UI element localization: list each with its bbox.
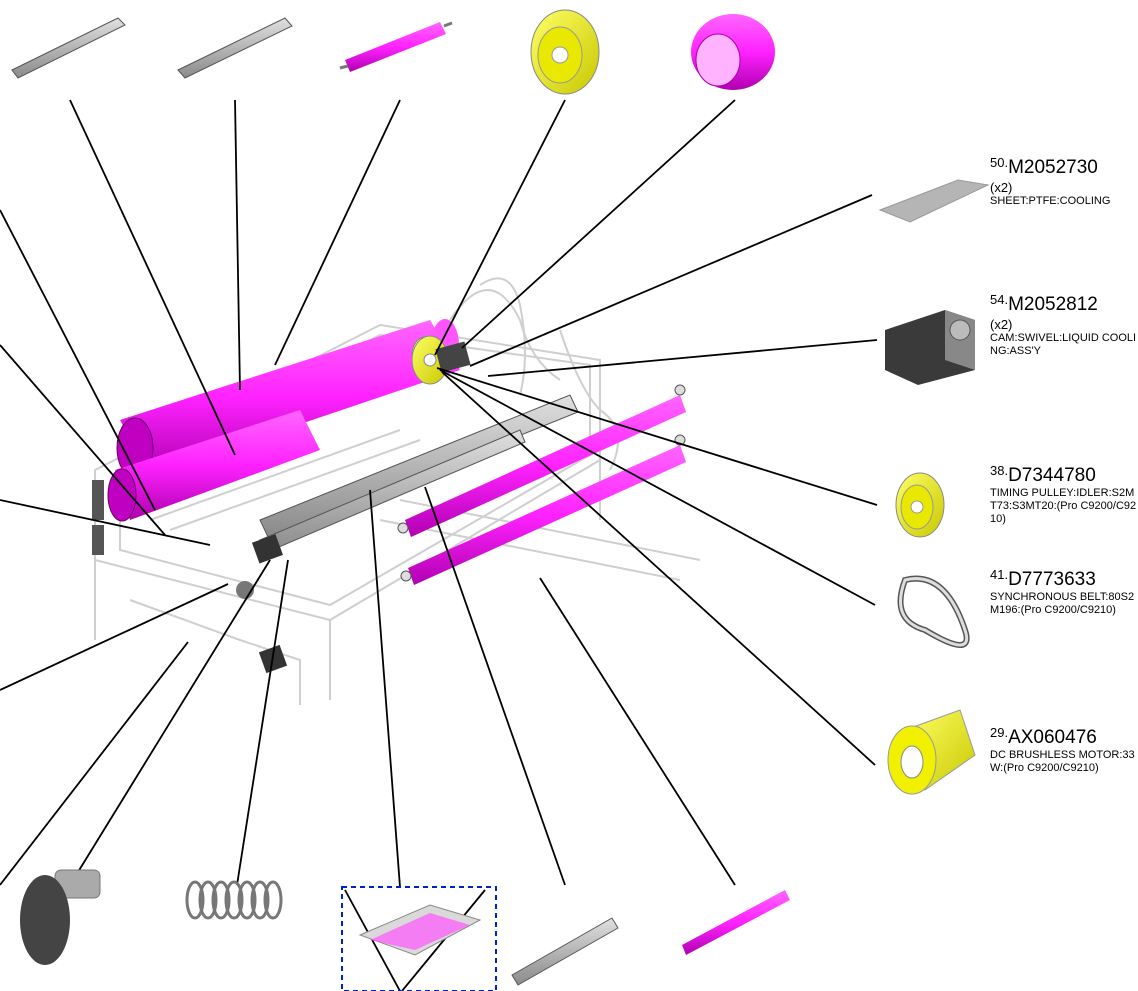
- lower-roller-cylinder: [107, 410, 320, 522]
- callout-quantity: (x2): [990, 180, 1013, 195]
- part-29-motor: [887, 709, 976, 795]
- callout-title: 38.D7344780: [990, 460, 1138, 487]
- callout-title: 29.AX060476: [990, 722, 1138, 749]
- bottom-part-rail: [511, 917, 619, 986]
- callout-38: 38.D7344780 TIMING PULLEY:IDLER:S2MT73:S…: [990, 460, 1138, 526]
- callout-description: DC BRUSHLESS MOTOR:33W:(Pro C9200/C9210): [990, 749, 1135, 774]
- callout-29: 29.AX060476 DC BRUSHLESS MOTOR:33W:(Pro …: [990, 722, 1138, 775]
- callout-quantity: (x2): [990, 317, 1013, 332]
- callout-description: SHEET:PTFE:COOLING: [990, 195, 1111, 207]
- part-41-belt: [897, 575, 970, 648]
- callout-number: 29.: [990, 725, 1009, 740]
- top-part-2-rail: [177, 17, 293, 79]
- callout-41: 41.D7773633 SYNCHRONOUS BELT:80S2M196:(P…: [990, 564, 1138, 617]
- top-part-5-collar: [691, 14, 775, 90]
- top-part-3-roller: [339, 21, 453, 72]
- callout-part-number: D7344780: [1008, 465, 1096, 486]
- callout-description: CAM:SWIVEL:LIQUID COOLING:ASS'Y: [990, 332, 1137, 357]
- callout-50: 50.M2052730 (x2) SHEET:PTFE:COOLING: [990, 152, 1138, 208]
- bottom-part-knob: [20, 869, 101, 965]
- top-part-4-pulley: [530, 9, 600, 95]
- callout-number: 41.: [990, 567, 1009, 582]
- bottom-part-detail-box: [341, 886, 497, 991]
- callout-part-number: M2052730: [1008, 157, 1098, 178]
- callout-number: 54.: [990, 292, 1009, 307]
- callout-part-number: M2052812: [1008, 294, 1098, 315]
- callout-description: SYNCHRONOUS BELT:80S2M196:(Pro C9200/C92…: [990, 591, 1135, 616]
- part-50-sheet: [878, 179, 990, 223]
- leader-lines: [0, 99, 878, 991]
- callout-title: 50.M2052730: [990, 152, 1138, 179]
- part-38-pulley: [895, 472, 945, 538]
- callout-part-number: D7773633: [1008, 569, 1096, 590]
- bottom-part-roller: [682, 890, 790, 955]
- top-part-1-rail: [11, 17, 126, 79]
- callout-part-number: AX060476: [1008, 727, 1097, 748]
- part-54-cam: [885, 310, 975, 385]
- callout-54: 54.M2052812 (x2) CAM:SWIVEL:LIQUID COOLI…: [990, 289, 1138, 358]
- bottom-part-spring: [185, 880, 283, 920]
- callout-title: 54.M2052812: [990, 289, 1138, 316]
- callout-number: 38.: [990, 463, 1009, 478]
- callout-title: 41.D7773633: [990, 564, 1138, 591]
- callout-description: TIMING PULLEY:IDLER:S2MT73:S3MT20:(Pro C…: [990, 487, 1137, 525]
- callout-number: 50.: [990, 155, 1009, 170]
